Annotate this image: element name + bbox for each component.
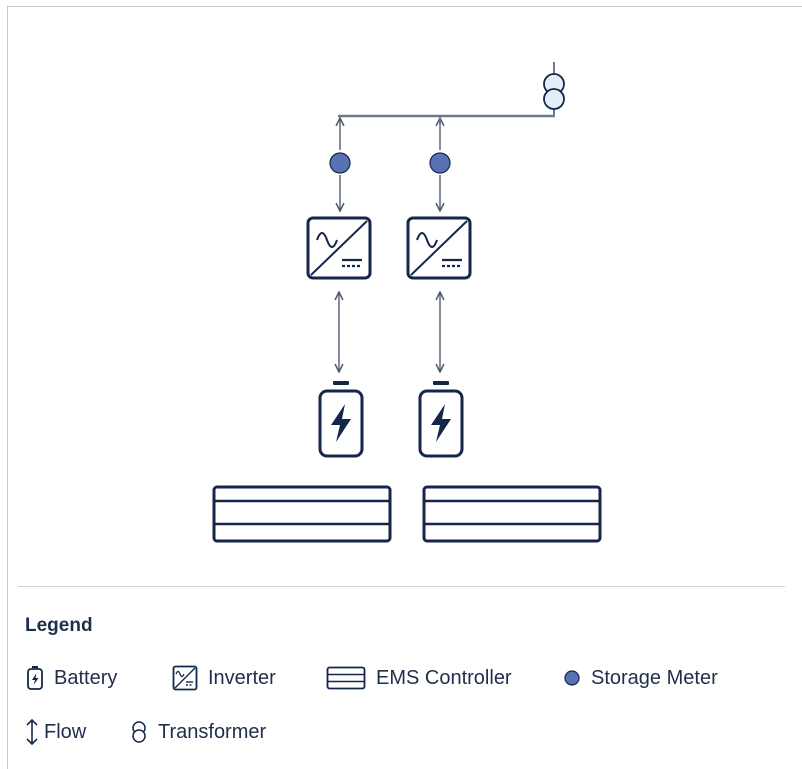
inverter-icon	[306, 216, 372, 280]
storage-meter-icon	[429, 152, 451, 174]
legend-label: EMS Controller	[376, 666, 512, 689]
legend-item-transformer: Transformer	[130, 718, 266, 746]
battery-icon	[27, 666, 43, 690]
legend-item-ems-controller: EMS Controller	[326, 665, 512, 691]
legend-label: Storage Meter	[591, 666, 718, 689]
legend-label: Inverter	[208, 666, 276, 689]
ems-controller-icon	[212, 485, 392, 543]
legend-label: Transformer	[158, 720, 267, 743]
flow-arrow-icon	[26, 718, 38, 746]
legend-divider	[18, 586, 785, 587]
legend-label: Flow	[44, 720, 87, 743]
inverter-icon	[172, 665, 198, 691]
ems-controller-icon	[326, 666, 366, 690]
transformer-icon	[543, 62, 565, 110]
inverter-icon	[406, 216, 472, 280]
legend-item-inverter: Inverter	[172, 665, 276, 691]
legend-item-storage-meter: Storage Meter	[563, 665, 718, 691]
storage-meter-icon	[329, 152, 351, 174]
battery-icon	[318, 381, 364, 458]
legend-title: Legend	[25, 615, 93, 636]
ems-controller-icon	[422, 485, 602, 543]
storage-meter-icon	[564, 670, 580, 686]
transformer-icon	[132, 721, 146, 743]
legend-item-battery: Battery	[26, 665, 117, 691]
diagram-panel	[7, 6, 802, 769]
system-diagram	[212, 62, 602, 543]
battery-icon	[418, 381, 464, 458]
legend-item-flow: Flow	[24, 718, 86, 746]
legend-label: Battery	[54, 666, 118, 689]
